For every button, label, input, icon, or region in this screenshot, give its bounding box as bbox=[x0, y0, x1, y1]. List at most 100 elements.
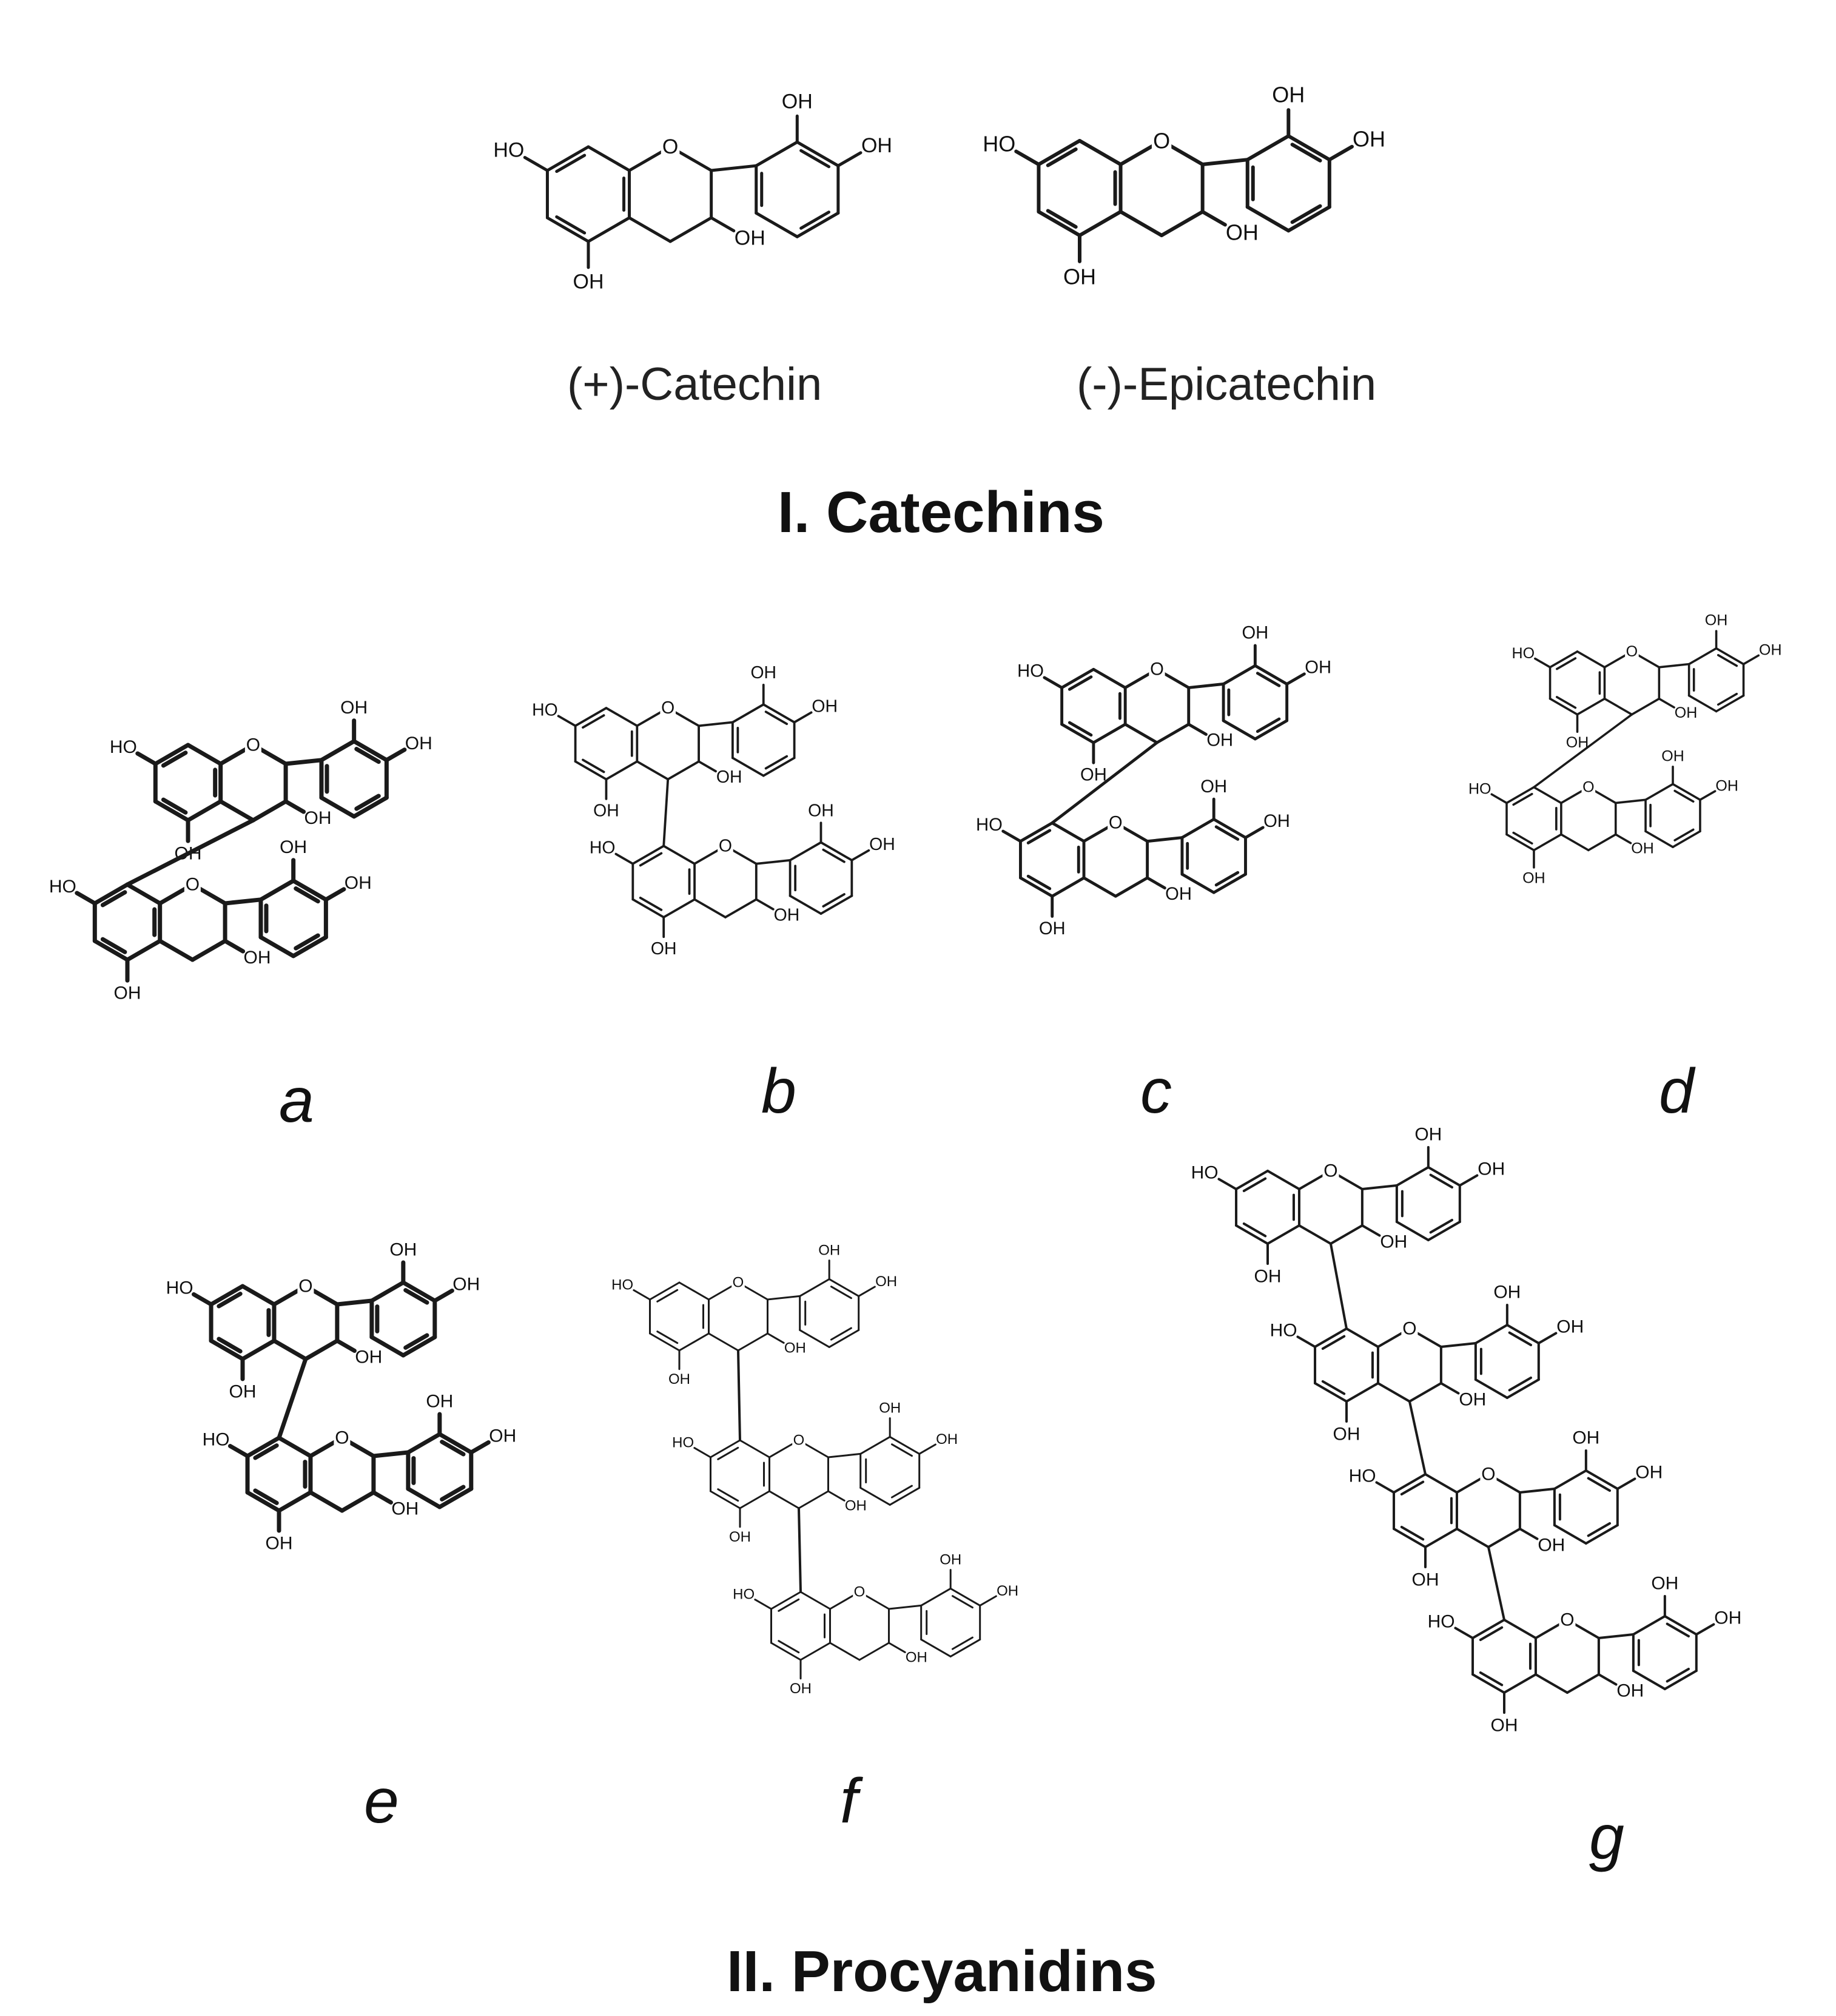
bond bbox=[770, 1591, 802, 1610]
bond bbox=[795, 211, 840, 238]
atom-label: O bbox=[1323, 1161, 1337, 1181]
bond bbox=[161, 797, 188, 815]
bond bbox=[340, 1490, 376, 1513]
bond bbox=[737, 1332, 768, 1352]
epicatechin-label: (-)-Epicatechin bbox=[1077, 359, 1377, 410]
atom-label: O bbox=[1626, 643, 1638, 660]
bond bbox=[277, 1357, 308, 1440]
bond bbox=[1395, 1221, 1430, 1241]
bond bbox=[1553, 1469, 1587, 1490]
atom-label: OH bbox=[861, 134, 892, 157]
bond bbox=[662, 778, 670, 848]
bond bbox=[1046, 147, 1078, 167]
bond bbox=[830, 1327, 852, 1341]
o-mask bbox=[661, 135, 680, 158]
atom-label: OH bbox=[1254, 1267, 1282, 1287]
atom-label: OH bbox=[1200, 777, 1227, 797]
bond bbox=[186, 743, 223, 766]
bond bbox=[440, 1485, 466, 1502]
atom-label: O bbox=[335, 1428, 349, 1448]
atom-label: OH bbox=[1556, 1317, 1584, 1337]
atom-label: OH bbox=[716, 767, 742, 787]
atom-label: OH bbox=[845, 1497, 867, 1514]
bond bbox=[1687, 694, 1718, 713]
bond bbox=[778, 1640, 800, 1654]
bond bbox=[605, 760, 639, 781]
bond bbox=[1614, 798, 1647, 804]
bond bbox=[1576, 650, 1606, 669]
catechins-section-title: I. Catechins bbox=[778, 480, 1105, 545]
bond bbox=[887, 1642, 906, 1653]
atom-label: O bbox=[661, 698, 674, 718]
catechin-label: (+)-Catechin bbox=[567, 359, 822, 410]
bond bbox=[432, 1289, 454, 1303]
bond bbox=[1060, 723, 1095, 744]
bond bbox=[1508, 1331, 1532, 1346]
bond bbox=[1242, 1222, 1267, 1238]
atom-label: HO bbox=[733, 1586, 755, 1603]
bond bbox=[710, 1439, 741, 1458]
atom-label: HO bbox=[976, 815, 1003, 835]
bond bbox=[698, 760, 717, 773]
bond bbox=[1244, 826, 1265, 840]
bond bbox=[797, 1507, 802, 1593]
bond bbox=[1286, 134, 1331, 162]
bond bbox=[1672, 830, 1701, 848]
atom-label: OH bbox=[1675, 704, 1698, 721]
atom-label: OH bbox=[593, 801, 619, 821]
bond bbox=[770, 1642, 802, 1661]
atom-label: OH bbox=[1705, 612, 1728, 629]
bond bbox=[678, 1332, 710, 1352]
bond bbox=[1214, 825, 1240, 841]
atom-label: HO bbox=[493, 139, 524, 162]
bond bbox=[768, 1490, 800, 1509]
bond bbox=[319, 739, 357, 763]
bond bbox=[545, 145, 590, 172]
bond bbox=[1632, 1670, 1666, 1690]
bond bbox=[710, 164, 758, 172]
bond bbox=[1180, 872, 1216, 894]
atom-label: OH bbox=[668, 1371, 690, 1387]
bond bbox=[754, 1599, 773, 1610]
bond bbox=[1474, 1324, 1508, 1344]
o-mask bbox=[297, 1276, 314, 1296]
bond bbox=[1019, 821, 1054, 843]
bond bbox=[819, 894, 853, 915]
bond bbox=[799, 149, 831, 169]
atom-label: OH bbox=[879, 1400, 901, 1416]
bond bbox=[1235, 1170, 1269, 1190]
bond bbox=[789, 841, 822, 861]
atom-label: OH bbox=[869, 835, 895, 854]
bond bbox=[1717, 654, 1738, 667]
bond bbox=[161, 750, 188, 768]
bond bbox=[371, 1490, 393, 1505]
bond bbox=[890, 1485, 913, 1499]
atom-label: OH bbox=[1414, 1125, 1442, 1145]
bond bbox=[1672, 783, 1701, 801]
bond bbox=[1290, 143, 1322, 163]
atom-label: OH bbox=[774, 906, 800, 925]
atom-label: HO bbox=[672, 1435, 694, 1451]
bond bbox=[1068, 721, 1093, 737]
bond bbox=[406, 1486, 442, 1509]
bond bbox=[920, 1587, 952, 1606]
bond bbox=[1222, 664, 1257, 686]
bond bbox=[258, 935, 296, 959]
bond bbox=[605, 707, 639, 727]
bond bbox=[819, 841, 853, 861]
atom-label: OH bbox=[790, 1681, 812, 1697]
bond bbox=[698, 721, 734, 727]
bond bbox=[1518, 1488, 1556, 1494]
bond bbox=[649, 1281, 681, 1301]
bond bbox=[707, 1332, 739, 1352]
bond bbox=[850, 849, 870, 861]
atom-label: O bbox=[298, 1276, 312, 1296]
atom-label: OH bbox=[1631, 840, 1654, 857]
bond bbox=[1715, 694, 1745, 713]
bond bbox=[209, 1284, 245, 1307]
